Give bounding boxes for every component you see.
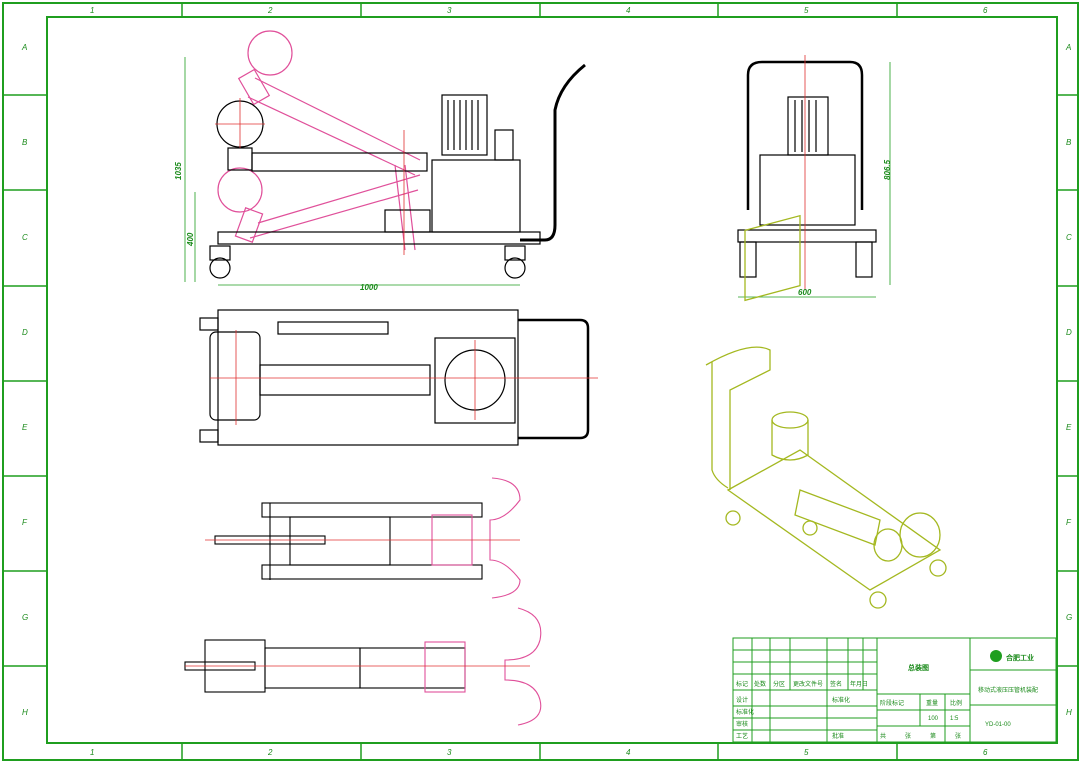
zone-rside-f: F — [1066, 518, 1072, 527]
title-product: 移动式液压压管机装配 — [978, 686, 1038, 694]
left-label-design: 设计 — [736, 696, 748, 704]
motor — [441, 94, 488, 156]
title-stage-header: 阶段标记 — [880, 699, 904, 707]
zone-top-6: 6 — [983, 6, 988, 15]
title-company: 合肥工业 — [1005, 653, 1034, 662]
dim-front-width: 1000 — [360, 283, 378, 292]
row-label-sign: 签名 — [830, 680, 842, 688]
top-tank — [434, 337, 516, 424]
bottom-label-no: 第 — [930, 732, 936, 740]
dim-front-lower: 400 — [186, 232, 195, 247]
front-view: 1035 400 1000 — [174, 30, 586, 292]
base-frame — [217, 231, 541, 245]
title-scale: 1:5 — [950, 716, 959, 722]
title-std: 标准化 — [832, 696, 850, 704]
zone-top-1: 1 — [90, 6, 94, 15]
zone-top-3: 3 — [447, 6, 452, 15]
zone-rside-h: H — [1066, 708, 1072, 717]
zone-bottom-5: 5 — [804, 748, 809, 757]
zone-side-a: A — [21, 43, 27, 52]
bottom-label-total: 共 — [880, 732, 886, 740]
title-drawing-name: 总装图 — [908, 663, 929, 672]
side-view: 806.5 600 — [737, 55, 892, 298]
side-tank — [759, 154, 856, 226]
title-block: 总装图 合肥工业 移动式液压压管机装配 YD-01-00 阶段标记 重量 比例 … — [732, 637, 1057, 743]
zone-rside-d: D — [1066, 328, 1072, 337]
top-base — [217, 309, 519, 446]
row-label-date: 年月日 — [850, 680, 868, 688]
company-logo — [990, 650, 1002, 662]
arm-beam — [251, 152, 428, 172]
row-label-change: 更改文件号 — [793, 680, 823, 688]
zone-side-h: H — [22, 708, 28, 717]
side-motor — [787, 96, 829, 156]
zone-top-5: 5 — [804, 6, 809, 15]
zone-bottom-2: 2 — [267, 748, 273, 757]
zone-top-2: 2 — [267, 6, 273, 15]
dim-front-height: 1035 — [174, 162, 183, 180]
isometric-view — [705, 214, 947, 609]
zone-rside-g: G — [1066, 613, 1072, 622]
title-drawing-no: YD-01-00 — [985, 722, 1011, 728]
dim-side-height: 806.5 — [883, 159, 892, 180]
zone-side-c: C — [22, 233, 28, 242]
bottom-label-sheet: 张 — [905, 732, 911, 740]
zone-side-d: D — [22, 328, 28, 337]
inner-frame — [46, 16, 1058, 744]
bottom-label-sheet2: 张 — [955, 732, 961, 740]
side-base — [737, 229, 877, 243]
zone-side-b: B — [22, 138, 28, 147]
phantom-arms — [217, 30, 421, 251]
title-weight: 100 — [928, 716, 939, 722]
wheel-left — [209, 257, 231, 279]
top-view — [199, 309, 598, 446]
left-label-review: 审核 — [736, 720, 748, 728]
zone-bottom-6: 6 — [983, 748, 988, 757]
zone-side-g: G — [22, 613, 28, 622]
zone-bottom-1: 1 — [90, 748, 94, 757]
wheel-right — [504, 257, 526, 279]
zone-bottom-3: 3 — [447, 748, 452, 757]
row-label-mark: 标记 — [736, 680, 748, 688]
title-weight-header: 重量 — [926, 699, 938, 707]
zone-ticks — [3, 3, 1078, 760]
top-arm — [259, 364, 431, 396]
zone-labels: 1 2 3 4 5 6 1 2 3 4 5 6 A B C D E F G H … — [21, 6, 1072, 757]
row-label-count: 处数 — [754, 680, 766, 688]
title-scale-header: 比例 — [950, 699, 962, 707]
zone-top-4: 4 — [626, 6, 631, 15]
zone-rside-c: C — [1066, 233, 1072, 242]
zone-side-e: E — [22, 423, 28, 432]
zone-bottom-4: 4 — [626, 748, 631, 757]
zone-rside-b: B — [1066, 138, 1072, 147]
dim-side-width: 600 — [798, 288, 812, 297]
arm-head — [227, 147, 253, 171]
zone-side-f: F — [22, 518, 28, 527]
oil-tank — [431, 159, 521, 233]
cylinder-detail-2 — [184, 607, 542, 726]
cylinder-detail-1 — [205, 477, 521, 599]
row-label-zone: 分区 — [773, 680, 785, 688]
left-label-std: 标准化 — [736, 708, 754, 716]
zone-rside-a: A — [1065, 43, 1071, 52]
left-label-process: 工艺 — [736, 732, 748, 740]
zone-rside-e: E — [1066, 423, 1072, 432]
title-approve: 批准 — [832, 732, 844, 740]
